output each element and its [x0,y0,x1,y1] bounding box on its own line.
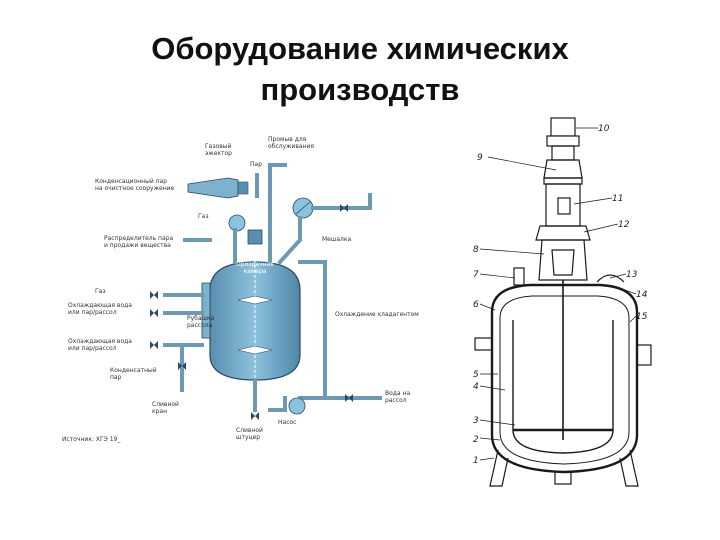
label-feed2-1: Охлаждающая вода [68,338,132,345]
label-jacket-1: Рубашка [187,315,215,322]
reactor-vessel [201,240,301,400]
leader-lines [479,127,637,461]
valves [150,204,353,420]
label-feed1-1: Охлаждающая вода [68,302,132,309]
label-bottom-valve-2: штуцер [236,434,260,441]
label-feed2-2: или пар/рассол [68,345,117,352]
label-condenser-line-1: Конденсационный пар [95,178,167,185]
part-number-12: 12 [618,220,630,230]
pump [288,397,306,415]
title-line-1: Оборудование химических [151,31,569,66]
label-top-right-1: Промыв для [268,136,307,143]
part-number-13: 13 [626,270,638,280]
condenser [292,197,314,219]
label-gas: Газ [198,213,209,220]
label-condenser-line-2: на очистное сооружение [95,185,175,192]
label-distributor-2: и продажи вещества [104,242,171,249]
slide-title: Оборудование химических производств [0,28,720,110]
label-note: Источник: ХГЭ 19_ [62,436,121,443]
part-number-2: 2 [473,435,479,445]
label-par: Пар [250,161,262,168]
schematic-labels: Газовый эжектор Промыв для обслуживания … [62,136,419,443]
part-number-6: 6 [473,300,479,310]
title-line-2: производств [260,72,460,107]
label-reactor-1: Прозрачная [236,261,274,268]
part-number-5: 5 [473,370,479,380]
label-gas2: Газ [95,288,106,295]
part-number-3: 3 [473,416,479,426]
part-number-8: 8 [473,245,479,255]
part-number-15: 15 [636,312,648,322]
label-pump: Насос [278,419,296,426]
part-numbers: 1 2 3 4 5 6 7 8 9 10 11 12 13 14 15 [473,124,648,466]
label-bottom-valve-1: Сливной [236,427,263,434]
label-outlet-2: кран [152,408,167,415]
reactor-schematic: Газовый эжектор Промыв для обслуживания … [62,136,419,443]
label-drain-line: Охлаждение хладагентом [335,311,419,318]
label-to-storage-2: рассол [385,397,407,404]
label-distributor-1: Распределитель пара [104,235,173,242]
label-jacket-2: рассола [187,322,213,329]
label-reactor-2: камера [243,268,266,275]
mixer-motor [247,229,263,245]
part-number-4: 4 [473,382,479,392]
part-number-9: 9 [477,153,483,163]
part-number-11: 11 [612,194,623,204]
label-top-left-2: эжектор [205,150,232,157]
label-mixer: Мешалка [322,236,351,243]
label-to-storage-1: Вода на [385,390,410,397]
label-top-right-2: обслуживания [268,143,314,150]
pipes [163,163,382,412]
label-outlet-1: Сливной [152,401,179,408]
part-number-10: 10 [598,124,610,134]
gas-ejector [187,177,249,199]
part-number-14: 14 [636,290,648,300]
label-heat-coil-2: пар [110,374,122,381]
reactor-section-drawing [474,117,652,487]
label-top-left-1: Газовый [205,143,231,150]
part-number-7: 7 [473,270,479,280]
label-feed1-2: или пар/рассол [68,309,117,316]
part-number-1: 1 [473,456,479,466]
label-heat-coil-1: Конденсатный [110,367,157,374]
